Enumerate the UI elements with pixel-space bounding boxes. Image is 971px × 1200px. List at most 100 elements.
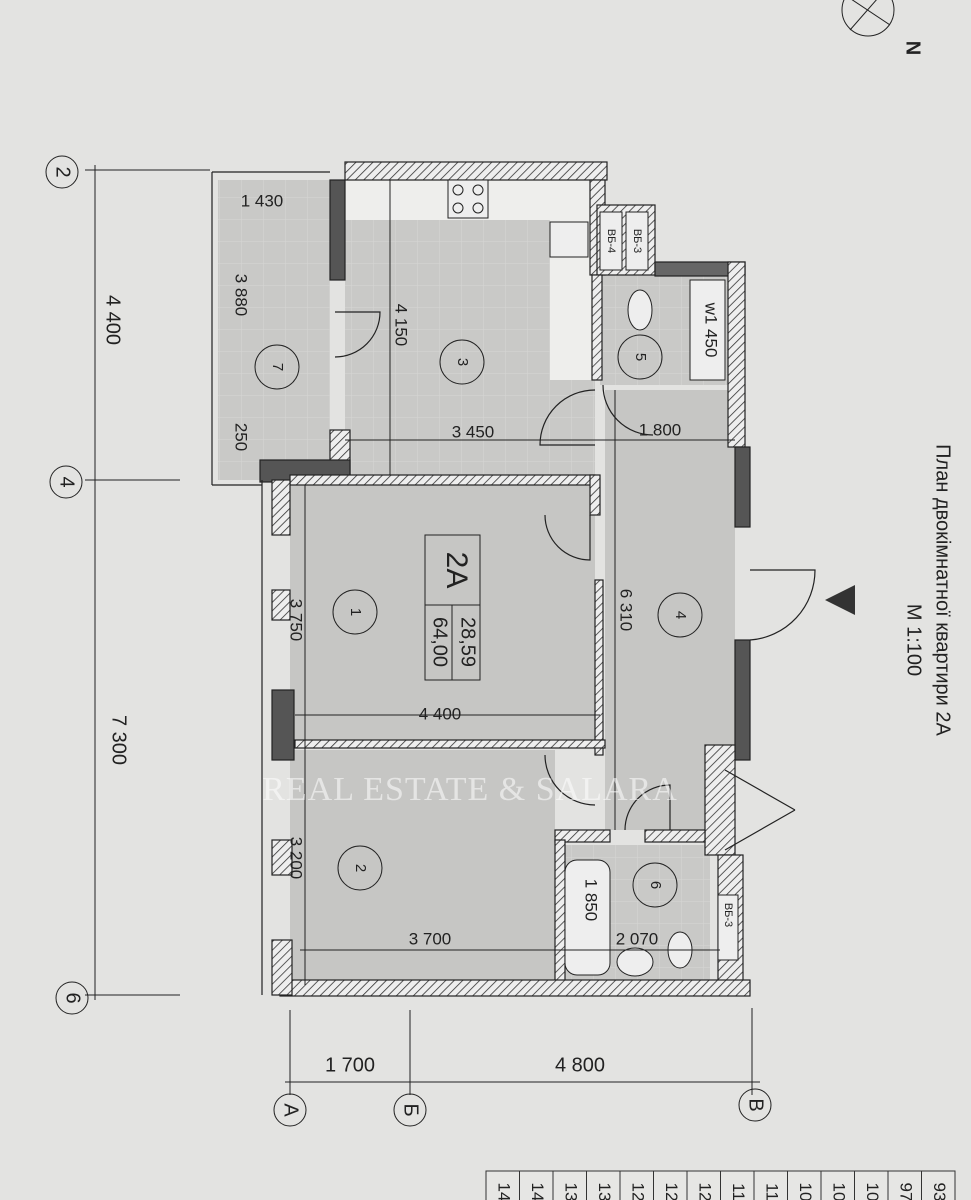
axis-label: Б [400, 1103, 422, 1116]
table-cell [653, 1170, 688, 1200]
room-6-marker [632, 862, 678, 908]
watermark: REAL ESTATE & SALARA [262, 771, 678, 808]
table-cell-text: 12 [696, 1183, 715, 1200]
shaft-label: ВБ-4 [605, 229, 617, 253]
axis-2-marker [45, 155, 79, 189]
stove-icon [447, 179, 489, 219]
room2-door[interactable] [544, 754, 596, 806]
table-cell [586, 1170, 621, 1200]
bath-door[interactable] [624, 784, 671, 831]
entrance-door[interactable] [749, 569, 816, 641]
room-number: 5 [632, 353, 649, 361]
sink-icon [549, 221, 589, 258]
compass-icon [841, 0, 895, 37]
table-cell-text: 10 [796, 1183, 815, 1200]
dimension-label: 4 400 [419, 704, 462, 723]
living-area: 28,59 [457, 617, 479, 667]
plan-title: План двокімнатної квартири 2А [932, 444, 954, 736]
toilet-icon [627, 289, 653, 331]
wc-cabinet [689, 279, 726, 381]
total-area: 64,00 [429, 617, 451, 667]
table-cell-text: 14 [528, 1183, 547, 1200]
table-cell-text: 12 [662, 1183, 681, 1200]
room-number: 7 [269, 363, 286, 371]
dimension-label: 1 430 [241, 191, 284, 210]
table-cell [753, 1170, 788, 1200]
bathtub-icon [564, 859, 611, 976]
table-cell-text: 10 [830, 1183, 849, 1200]
dimension-label: 1 800 [639, 420, 682, 439]
axis-dimension: 4 400 [102, 295, 124, 345]
axis-4-marker [49, 465, 83, 499]
closet-doors[interactable] [724, 769, 796, 851]
axis-label: А [280, 1103, 302, 1117]
entrance-arrow-icon [825, 585, 855, 615]
axis-label: 6 [62, 992, 84, 1003]
table-cell-text: 12 [629, 1183, 648, 1200]
dimension-label: w1 450 [702, 302, 721, 358]
table-cell-text: 11 [729, 1183, 748, 1200]
table-cell [921, 1170, 956, 1200]
room-4-marker [657, 592, 703, 638]
dimension-label: 3 200 [287, 837, 306, 880]
table-cell-text: 93 [930, 1183, 949, 1200]
table-cell [820, 1170, 855, 1200]
table-cell-text: 14 [495, 1183, 514, 1200]
table-cell-text: 11 [763, 1183, 782, 1200]
table-cell-text: 13 [595, 1183, 614, 1200]
axis-b-marker [393, 1093, 427, 1127]
shaft-label: ВБ-3 [631, 229, 643, 253]
room-1-marker [332, 589, 378, 635]
axis-6-marker [55, 981, 89, 1015]
wc-door[interactable] [602, 384, 654, 436]
room-3-marker [439, 339, 485, 385]
plan-scale: М 1:100 [903, 604, 925, 676]
axis-label: 4 [56, 476, 78, 487]
north-label: N [902, 41, 924, 55]
fixtures [447, 179, 739, 977]
shaft-vb3-bath [717, 894, 739, 961]
dimension-label: 3 880 [232, 274, 251, 317]
dimension-label: 2 070 [616, 929, 659, 948]
room-number: 1 [347, 608, 364, 616]
axis-a-marker [273, 1093, 307, 1127]
apartment-code: 2А [440, 552, 473, 589]
table-cell [887, 1170, 922, 1200]
axis-dimension: 1 700 [325, 1054, 375, 1076]
doors [334, 311, 816, 851]
dimension-label: 6 310 [617, 589, 636, 632]
room-2-marker [337, 845, 383, 891]
room1-door[interactable] [544, 514, 591, 561]
dimension-label: 3 700 [409, 929, 452, 948]
room-5-marker [617, 334, 663, 380]
axis-dimension: 4 800 [555, 1054, 605, 1076]
axis-label: 2 [52, 166, 74, 177]
balcony-door[interactable] [334, 311, 381, 358]
room-number: 4 [672, 611, 689, 619]
table-cell-text: 10 [863, 1183, 882, 1200]
shaft-label: ВБ-3 [722, 903, 734, 927]
dimension-lines [85, 165, 760, 1095]
dimension-label: 1 850 [582, 879, 601, 922]
axis-label: В [745, 1098, 767, 1111]
shaft-vb3 [625, 211, 649, 271]
axis-v-marker [738, 1088, 772, 1122]
axis-dimension: 7 300 [108, 715, 130, 765]
table-cell-text: 97 [897, 1183, 916, 1200]
dimension-label: 3 450 [452, 422, 495, 441]
table-cell [485, 1170, 520, 1200]
dimension-label: 4 150 [392, 304, 411, 347]
balcony-floor [218, 180, 330, 480]
room-number: 2 [352, 864, 369, 872]
table-cell-text: 13 [562, 1183, 581, 1200]
shaft-vb4 [599, 211, 623, 271]
room-7-marker [254, 344, 300, 390]
dimension-label: 3 750 [287, 599, 306, 642]
bottom-table: 14 14 13 13 12 12 12 11 11 10 10 10 97 93 [485, 1170, 956, 1200]
room2-floor [290, 750, 555, 985]
room-number: 6 [647, 881, 664, 889]
dimension-label: 250 [232, 423, 251, 451]
room1-floor [290, 485, 595, 740]
washbasin-icon [616, 947, 654, 977]
